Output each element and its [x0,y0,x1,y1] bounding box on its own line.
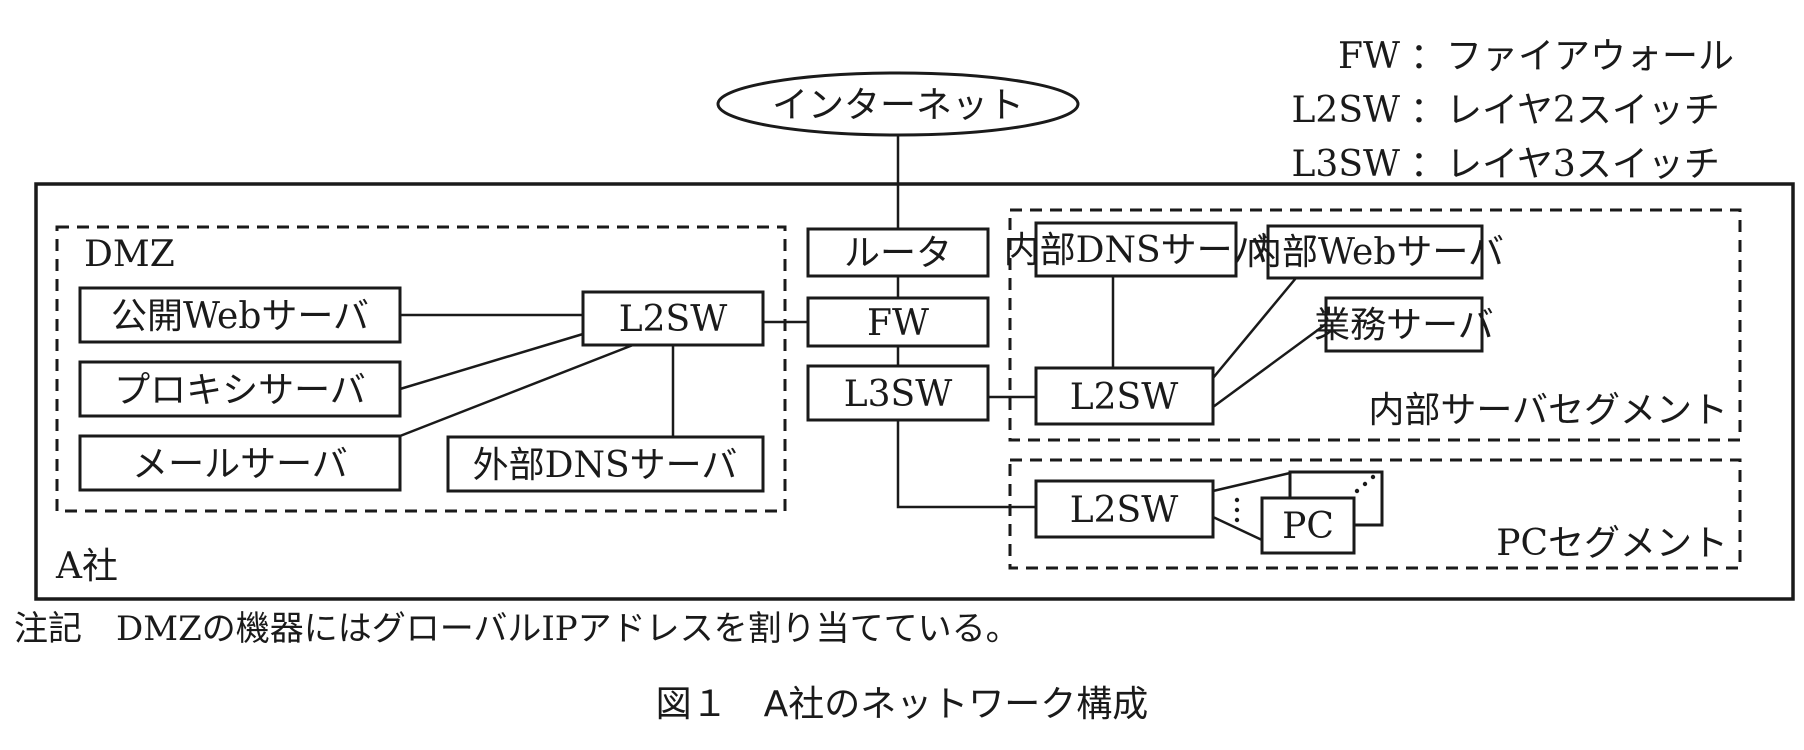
public-web-server [78,286,402,344]
l3-switch [806,364,990,422]
link-pc-front [1212,515,1263,542]
internal-server-segment-label: 内部サーバセグメント [1368,390,1728,431]
legend-abbr-l3sw: L3SW [1292,144,1400,185]
mail-server [78,434,402,492]
router-label: ルータ [844,233,952,274]
link-l3sw-pc-l2sw [896,420,1036,509]
ellipsis-dot [1370,474,1376,480]
l3-switch-label: L3SW [844,374,952,415]
link-mail [399,343,634,438]
legend-meaning-fw: ファイアウォール [1446,36,1734,77]
internal-web-server-label: 内部Webサーバ [1246,232,1504,273]
legend-sep: ： [1410,36,1446,77]
internal-l2sw [1034,366,1215,426]
internal-l2sw-label: L2SW [1070,377,1178,418]
ellipsis-dot [1354,488,1360,494]
legend-meaning-l2sw: レイヤ2スイッチ [1446,90,1720,131]
legend-abbr-l2sw: L2SW [1292,90,1400,131]
ellipsis-dot [1234,497,1240,503]
dmz-l2sw-label: L2SW [619,299,727,340]
firewall [806,296,990,348]
ellipsis-dot [1234,507,1240,513]
internal-server-segment [1008,208,1742,442]
pc-segment-label: PCセグメント [1496,523,1728,564]
dmz-l2sw [581,290,765,347]
legend-sep: ： [1410,90,1446,131]
link-business [1212,322,1327,409]
business-server [1324,296,1484,353]
pc-segment [1008,458,1742,570]
pc-label: PC [1282,506,1334,547]
pc-l2sw [1034,479,1215,539]
legend: FW ： ファイアウォール L2SW ： レイヤ2スイッチ L3SW ： レイヤ… [1292,36,1735,185]
legend-sep: ： [1410,144,1446,185]
link-proxy [399,332,584,391]
pc-front [1260,496,1356,555]
business-server-label: 業務サーバ [1314,305,1494,346]
dmz-label: DMZ [84,234,175,275]
note-text: 注記 DMZの機器にはグローバルIPアドレスを割り当てている。 [14,609,1020,649]
public-web-server-label: 公開Webサーバ [111,296,369,337]
legend-abbr-fw: FW [1338,36,1400,77]
dmz-zone [55,225,787,513]
router [806,227,990,278]
internal-dns-server-label: 内部DNSサーバ [1004,230,1269,271]
pc-l2sw-label: L2SW [1070,490,1178,531]
internal-web-server [1266,224,1484,280]
link-pc-back [1212,471,1291,493]
internal-dns-server [1034,221,1238,278]
external-dns-server-label: 外部DNSサーバ [473,445,738,486]
proxy-server [78,360,402,418]
links [399,135,1327,542]
external-dns-server [446,435,765,493]
ellipsis-dot [1362,481,1368,487]
mail-server-label: メールサーバ [132,444,348,485]
link-int-web [1212,277,1297,379]
internet-label: インターネット [772,85,1024,126]
proxy-server-label: プロキシサーバ [114,370,366,411]
legend-meaning-l3sw: レイヤ3スイッチ [1446,144,1720,185]
figure-caption: 図１ A社のネットワーク構成 [656,684,1149,725]
firewall-label: FW [867,303,929,344]
company-frame [34,182,1795,601]
company-label: A社 [55,546,118,587]
ellipsis-dot [1234,517,1240,523]
